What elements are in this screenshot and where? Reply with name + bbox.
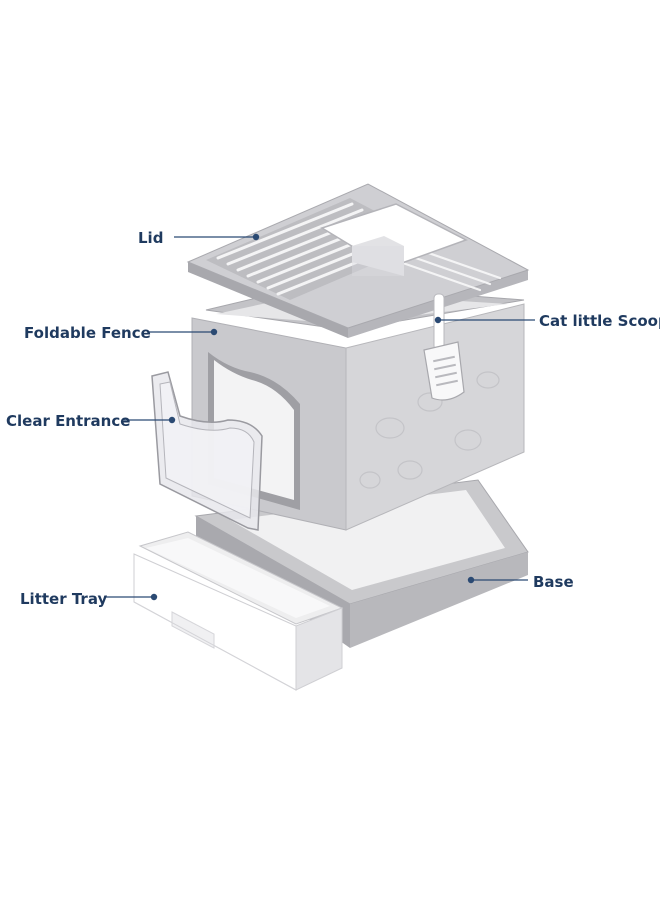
leader-dot-lid [252,233,260,241]
lid-part [186,183,530,338]
callout-clear-entrance: Clear Entrance [6,412,131,430]
leader-dot-entrance [168,416,176,424]
callout-litter-tray: Litter Tray [20,590,108,608]
leader-dot-tray [150,593,158,601]
leader-dot-scoop [434,316,442,324]
leader-lines [104,236,535,598]
clear-entrance-part [151,371,263,531]
callout-foldable-fence: Foldable Fence [24,324,151,342]
callout-lid: Lid [138,229,164,247]
litter-tray-part [133,531,344,691]
callout-base: Base [533,573,574,591]
callout-scoop: Cat little Scoop [539,312,660,330]
leader-dot-base [467,576,475,584]
leader-dot-fence [210,328,218,336]
